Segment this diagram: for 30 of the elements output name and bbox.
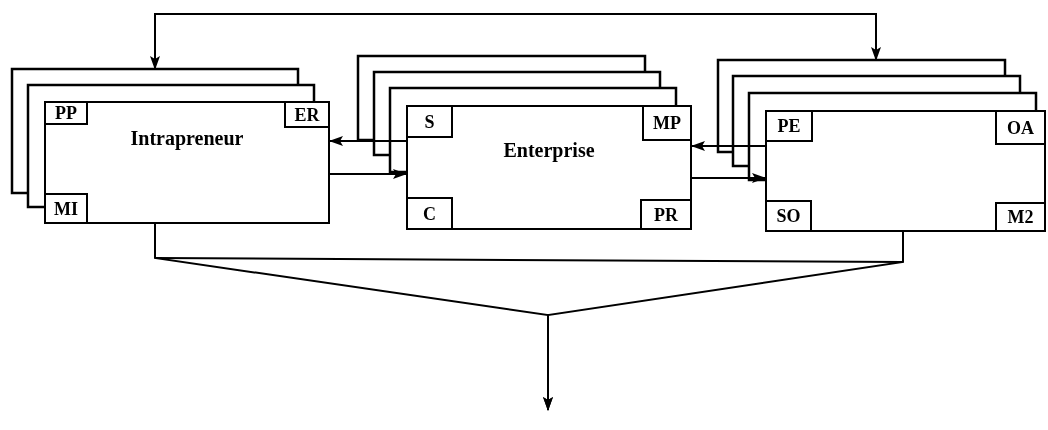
corner-label-box: ER bbox=[284, 101, 330, 128]
stacked-box bbox=[372, 70, 662, 88]
arrow bbox=[543, 231, 904, 411]
arrow bbox=[329, 136, 407, 146]
corner-label-box: S bbox=[406, 105, 453, 138]
stacked-box bbox=[10, 67, 300, 85]
box-title: Intrapreneur bbox=[129, 127, 245, 150]
box-title: Enterprise bbox=[502, 139, 596, 162]
process-box bbox=[406, 105, 692, 230]
corner-label-box: SO bbox=[765, 200, 812, 232]
stacked-box bbox=[747, 91, 1038, 110]
stacked-box bbox=[716, 58, 1007, 76]
corner-label-box: C bbox=[406, 197, 453, 230]
stacked-box bbox=[731, 74, 1022, 93]
process-box bbox=[44, 101, 330, 224]
corner-label-box: OA bbox=[995, 110, 1046, 145]
arrow bbox=[691, 173, 766, 183]
arrow bbox=[691, 141, 766, 151]
corner-label-box: MP bbox=[642, 105, 692, 141]
corner-label-box: PP bbox=[44, 101, 88, 125]
process-box bbox=[765, 110, 1046, 232]
corner-label-box: PR bbox=[640, 199, 692, 230]
arrow bbox=[329, 169, 407, 179]
stacked-box bbox=[26, 83, 316, 101]
stacked-box bbox=[388, 86, 678, 105]
stacked-box bbox=[356, 54, 647, 72]
corner-label-box: MI bbox=[44, 193, 88, 224]
corner-label-box: PE bbox=[765, 110, 813, 142]
arrow bbox=[150, 13, 881, 70]
corner-label-box: M2 bbox=[995, 202, 1046, 232]
